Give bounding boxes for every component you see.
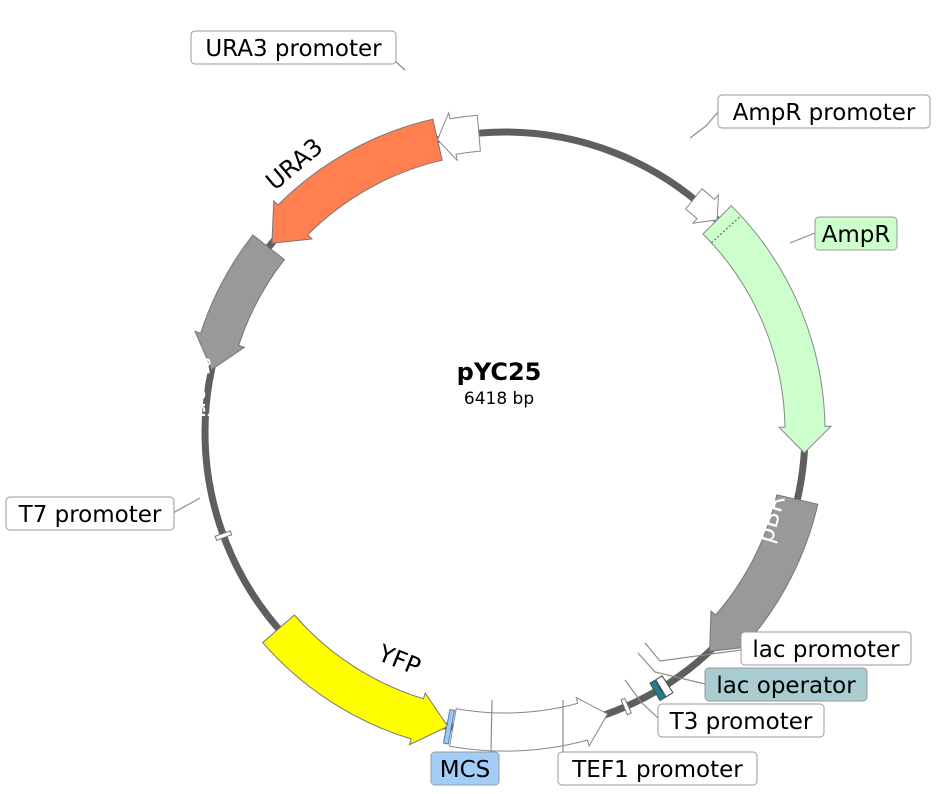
leader-lines — [172, 60, 816, 757]
f1-ori-feature-arrow[interactable] — [194, 234, 286, 371]
label-ura3-promoter-text: URA3 promoter — [205, 36, 382, 62]
tef1-promoter-feature-arrow[interactable] — [449, 696, 609, 752]
label-mcs-text: MCS — [440, 757, 491, 783]
leader-lac-operator — [637, 652, 706, 685]
label-t3-promoter[interactable]: T3 promoter — [657, 703, 825, 738]
plasmid-size: 6418 bp — [464, 389, 534, 409]
pbr322-feature-arrow[interactable] — [709, 494, 819, 652]
t7-promoter-feature-mark[interactable] — [214, 530, 233, 542]
ampr-promoter-feature-arrow[interactable] — [684, 188, 720, 224]
label-lac-promoter[interactable]: lac promoter — [740, 631, 912, 666]
label-t7-promoter-text: T7 promoter — [18, 502, 162, 528]
label-ampr-promoter-text: AmpR promoter — [733, 100, 916, 126]
label-lac-promoter-text: lac promoter — [752, 637, 900, 663]
mcs-feature-mark[interactable] — [442, 709, 455, 745]
leader-ampr-promoter — [689, 111, 719, 139]
f1-ori-feature-label: f1 ori — [186, 356, 214, 419]
t3-promoter-feature-mark[interactable] — [620, 697, 632, 716]
label-lac-operator[interactable]: lac operator — [704, 667, 868, 702]
label-mcs[interactable]: MCS — [430, 751, 500, 786]
ura3-promoter-feature-arrow[interactable] — [436, 111, 481, 162]
plasmid-name: pYC25 — [457, 358, 542, 386]
ampr-signal-divider — [711, 215, 742, 244]
lac-operator-feature-mark[interactable] — [649, 679, 666, 702]
leader-ampr — [789, 232, 816, 244]
yfp-feature-label: YFP — [373, 639, 424, 681]
ura3-feature-arrow[interactable] — [271, 118, 443, 244]
label-tef1-promoter[interactable]: TEF1 promoter — [557, 751, 758, 786]
label-ura3-promoter[interactable]: URA3 promoter — [190, 30, 397, 65]
label-t7-promoter[interactable]: T7 promoter — [5, 496, 175, 531]
yfp-feature-arrow[interactable] — [261, 614, 449, 746]
label-t3-promoter-text: T3 promoter — [669, 709, 813, 735]
leader-mcs — [490, 699, 493, 753]
ampr-feature-arrow[interactable] — [702, 204, 833, 454]
label-tef1-promoter-text: TEF1 promoter — [571, 757, 743, 783]
leader-t3-promoter — [624, 679, 659, 719]
leader-lac-promoter — [644, 642, 742, 662]
label-ampr[interactable]: AmpR — [814, 216, 898, 251]
leader-t7-promoter — [172, 497, 201, 514]
lac-promoter-feature-mark[interactable] — [655, 675, 674, 698]
label-lac-operator-text: lac operator — [716, 673, 856, 699]
leader-ura3-promoter — [394, 60, 406, 71]
label-ampr-promoter[interactable]: AmpR promoter — [717, 94, 931, 129]
label-ampr-text: AmpR — [822, 222, 891, 248]
